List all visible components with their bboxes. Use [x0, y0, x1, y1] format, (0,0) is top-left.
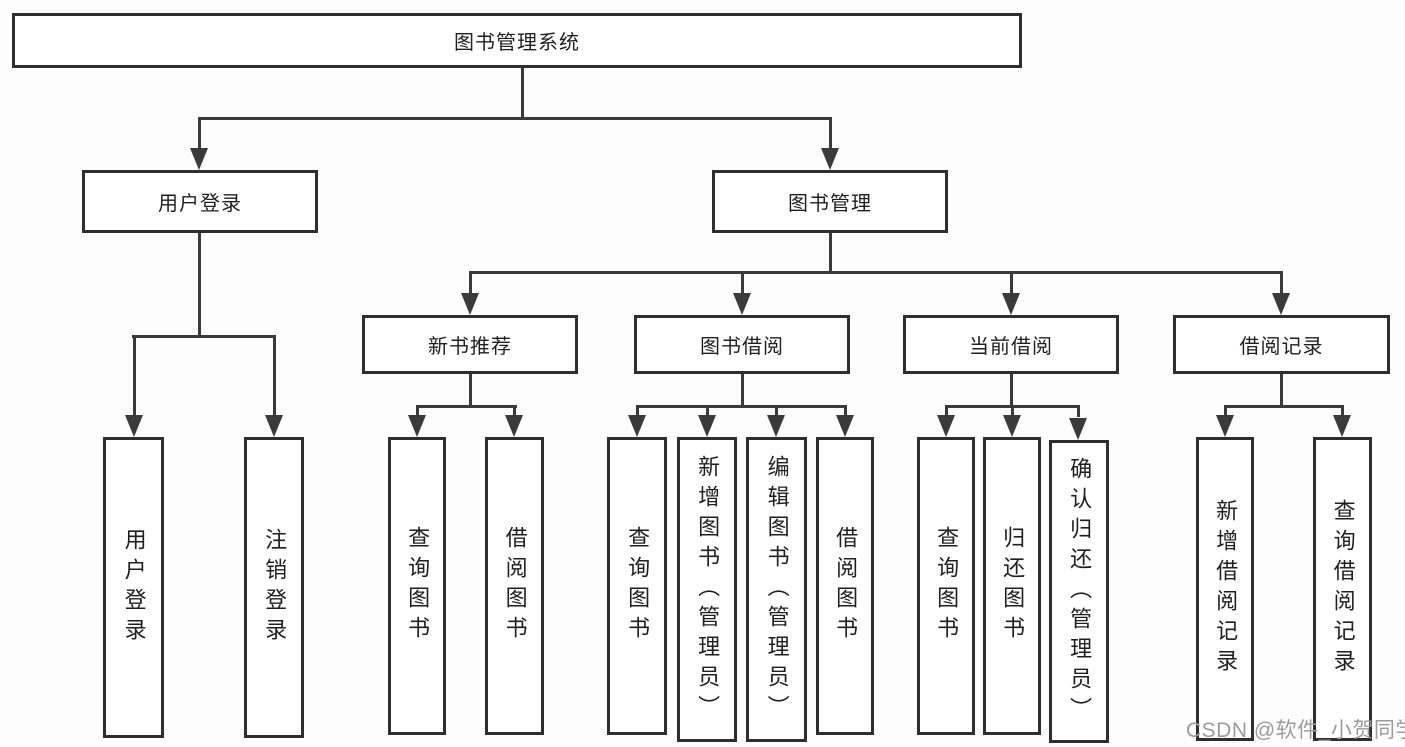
leaf-user-login-label: 用户登录 [121, 527, 147, 648]
connector-line [416, 405, 419, 417]
connector-line [132, 335, 276, 338]
connector-line [1280, 271, 1283, 295]
leaf-return-books: 归还图书 [983, 437, 1041, 735]
arrow-down-icon [1003, 415, 1021, 437]
leaf-query-books-borrowing: 查询图书 [607, 437, 667, 735]
arrow-down-icon [408, 415, 426, 437]
arrow-down-icon [937, 415, 955, 437]
node-user-login-label: 用户登录 [158, 193, 242, 215]
arrow-down-icon [190, 148, 208, 170]
connector-line [844, 405, 847, 417]
csdn-watermark: CSDN @软件_小贺同学 [1186, 719, 1405, 742]
arrow-down-icon [733, 293, 751, 315]
leaf-borrow-books-borrowing: 借阅图书 [816, 437, 874, 735]
connector-line [198, 117, 832, 120]
arrow-down-icon [461, 293, 479, 315]
arrow-down-icon [505, 415, 523, 437]
connector-line [1280, 374, 1283, 408]
connector-line [636, 405, 639, 417]
node-borrowing-records-label: 借阅记录 [1239, 336, 1324, 358]
leaf-query-borrow-record-label: 查询借阅记录 [1330, 499, 1356, 679]
leaf-borrow-books-recommend: 借阅图书 [485, 437, 544, 735]
connector-line [1224, 405, 1227, 417]
connector-line [469, 271, 1283, 274]
leaf-query-books-borrowing-label: 查询图书 [625, 526, 651, 646]
leaf-confirm-return-admin: 确认归还（管理员） [1049, 440, 1109, 743]
connector-line [741, 271, 744, 295]
connector-line [1011, 405, 1014, 417]
connector-line [1224, 405, 1344, 408]
connector-line [1010, 271, 1013, 295]
arrow-down-icon [1216, 415, 1234, 437]
connector-line [775, 405, 778, 417]
node-book-management: 图书管理 [712, 170, 948, 233]
arrow-down-icon [1069, 418, 1087, 440]
connector-line [416, 405, 517, 408]
arrow-down-icon [698, 415, 716, 437]
node-new-book-recommend-label: 新书推荐 [428, 336, 512, 358]
leaf-add-book-admin: 新增图书（管理员） [677, 437, 737, 742]
leaf-borrow-books-borrowing-label: 借阅图书 [833, 526, 859, 646]
connector-line [521, 68, 524, 119]
node-book-management-label: 图书管理 [788, 193, 872, 215]
leaf-add-borrow-record-label: 新增借阅记录 [1213, 499, 1239, 679]
arrow-down-icon [1333, 415, 1351, 437]
arrow-down-icon [628, 415, 646, 437]
connector-line [469, 374, 472, 408]
arrow-down-icon [265, 415, 283, 437]
node-book-borrowing: 图书借阅 [634, 315, 850, 374]
connector-line [829, 233, 832, 274]
leaf-borrow-books-recommend-label: 借阅图书 [502, 526, 528, 646]
leaf-edit-book-admin-label: 编辑图书（管理员） [764, 454, 790, 725]
node-root: 图书管理系统 [12, 13, 1022, 68]
connector-line [273, 335, 276, 415]
arrow-down-icon [1002, 293, 1020, 315]
leaf-query-borrow-record: 查询借阅记录 [1313, 437, 1372, 741]
connector-line [945, 405, 948, 417]
node-book-borrowing-label: 图书借阅 [700, 336, 784, 358]
connector-line [741, 374, 744, 408]
arrow-down-icon [767, 415, 785, 437]
arrow-down-icon [821, 148, 839, 170]
connector-line [198, 233, 201, 337]
leaf-add-book-admin-label: 新增图书（管理员） [695, 454, 721, 725]
leaf-logout-label: 注销登录 [262, 527, 288, 648]
node-new-book-recommend: 新书推荐 [362, 315, 578, 374]
node-current-borrowing: 当前借阅 [903, 315, 1119, 374]
leaf-query-books-recommend: 查询图书 [388, 437, 446, 735]
connector-line [133, 335, 136, 415]
connector-line [469, 271, 472, 295]
leaf-add-borrow-record: 新增借阅记录 [1196, 437, 1254, 741]
arrow-down-icon [1272, 293, 1290, 315]
leaf-return-books-label: 归还图书 [1000, 526, 1026, 646]
leaf-query-books-recommend-label: 查询图书 [405, 526, 431, 646]
connector-line [829, 117, 832, 150]
connector-line [1010, 374, 1013, 408]
leaf-edit-book-admin: 编辑图书（管理员） [746, 437, 807, 742]
connector-line [706, 405, 709, 417]
arrow-down-icon [125, 415, 143, 437]
arrow-down-icon [836, 415, 854, 437]
connector-line [636, 405, 847, 408]
leaf-user-login: 用户登录 [103, 437, 164, 738]
node-borrowing-records: 借阅记录 [1173, 315, 1390, 374]
connector-line [513, 405, 516, 417]
connector-line [1341, 405, 1344, 417]
leaf-query-books-current: 查询图书 [917, 437, 975, 735]
node-user-login: 用户登录 [82, 170, 318, 233]
leaf-query-books-current-label: 查询图书 [934, 526, 960, 646]
leaf-logout: 注销登录 [244, 437, 304, 738]
connector-line [1077, 405, 1080, 417]
node-root-label: 图书管理系统 [454, 32, 580, 54]
leaf-confirm-return-admin-label: 确认归还（管理员） [1067, 456, 1093, 727]
node-current-borrowing-label: 当前借阅 [969, 336, 1053, 358]
connector-line [198, 117, 201, 150]
